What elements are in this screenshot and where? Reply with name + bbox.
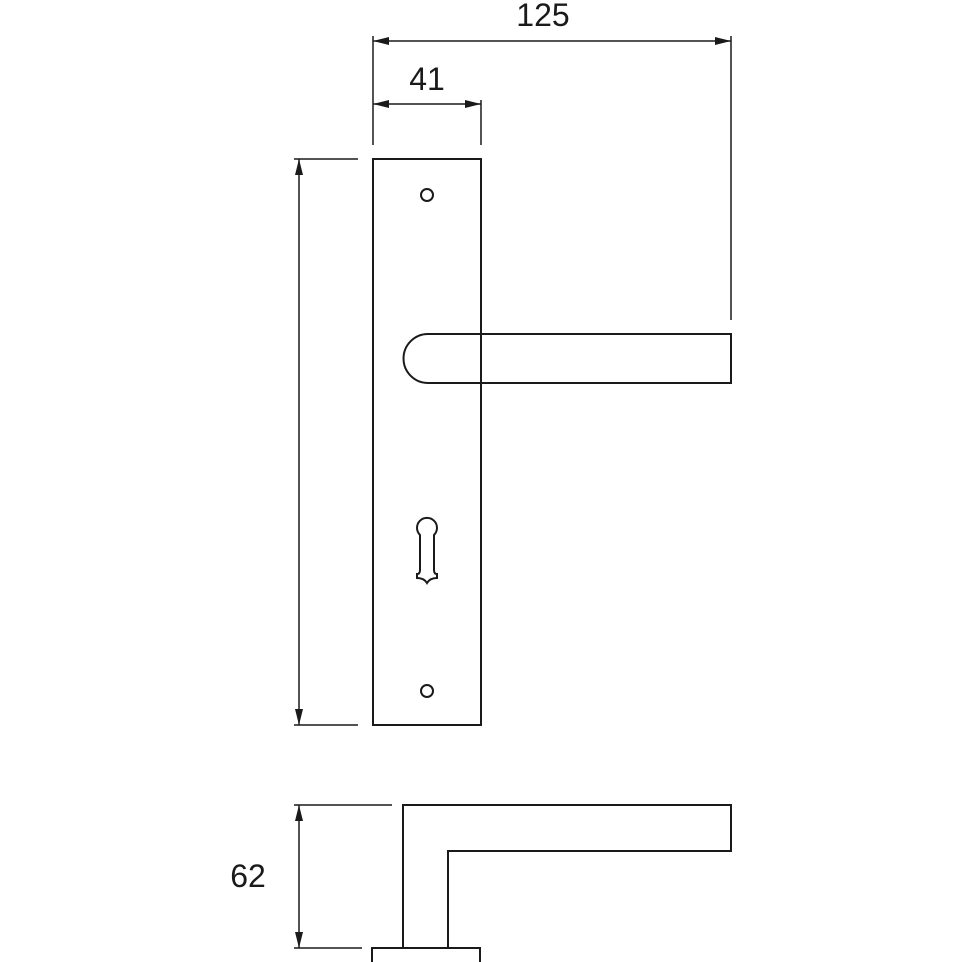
screw-hole-bottom xyxy=(420,684,434,698)
dimension-label-overall-width: 125 xyxy=(516,0,569,33)
arrowhead-left xyxy=(373,37,389,45)
front-view xyxy=(294,158,732,726)
dimension-overall-width: 125 xyxy=(372,0,732,320)
arrowhead-plate-right xyxy=(465,100,481,108)
dimension-label-projection: 62 xyxy=(230,858,266,894)
arrowhead-right xyxy=(715,37,731,45)
lever-profile xyxy=(402,804,732,948)
lever-handle xyxy=(402,333,732,384)
dimension-projection: 62 xyxy=(230,804,392,949)
rose-plate-profile xyxy=(371,947,481,962)
side-view: 62 xyxy=(230,804,732,962)
arrowhead-bottom xyxy=(295,709,303,725)
screw-hole-top xyxy=(420,188,434,202)
backplate xyxy=(372,158,482,726)
arrowhead-projection-top xyxy=(295,805,303,821)
dimension-plate-height xyxy=(294,158,358,726)
arrowhead-top xyxy=(295,159,303,175)
dimension-plate-width: 41 xyxy=(373,61,482,145)
dimension-label-plate-width: 41 xyxy=(409,61,445,97)
arrowhead-plate-left xyxy=(373,100,389,108)
keyhole xyxy=(416,516,438,585)
arrowhead-projection-bottom xyxy=(295,932,303,948)
